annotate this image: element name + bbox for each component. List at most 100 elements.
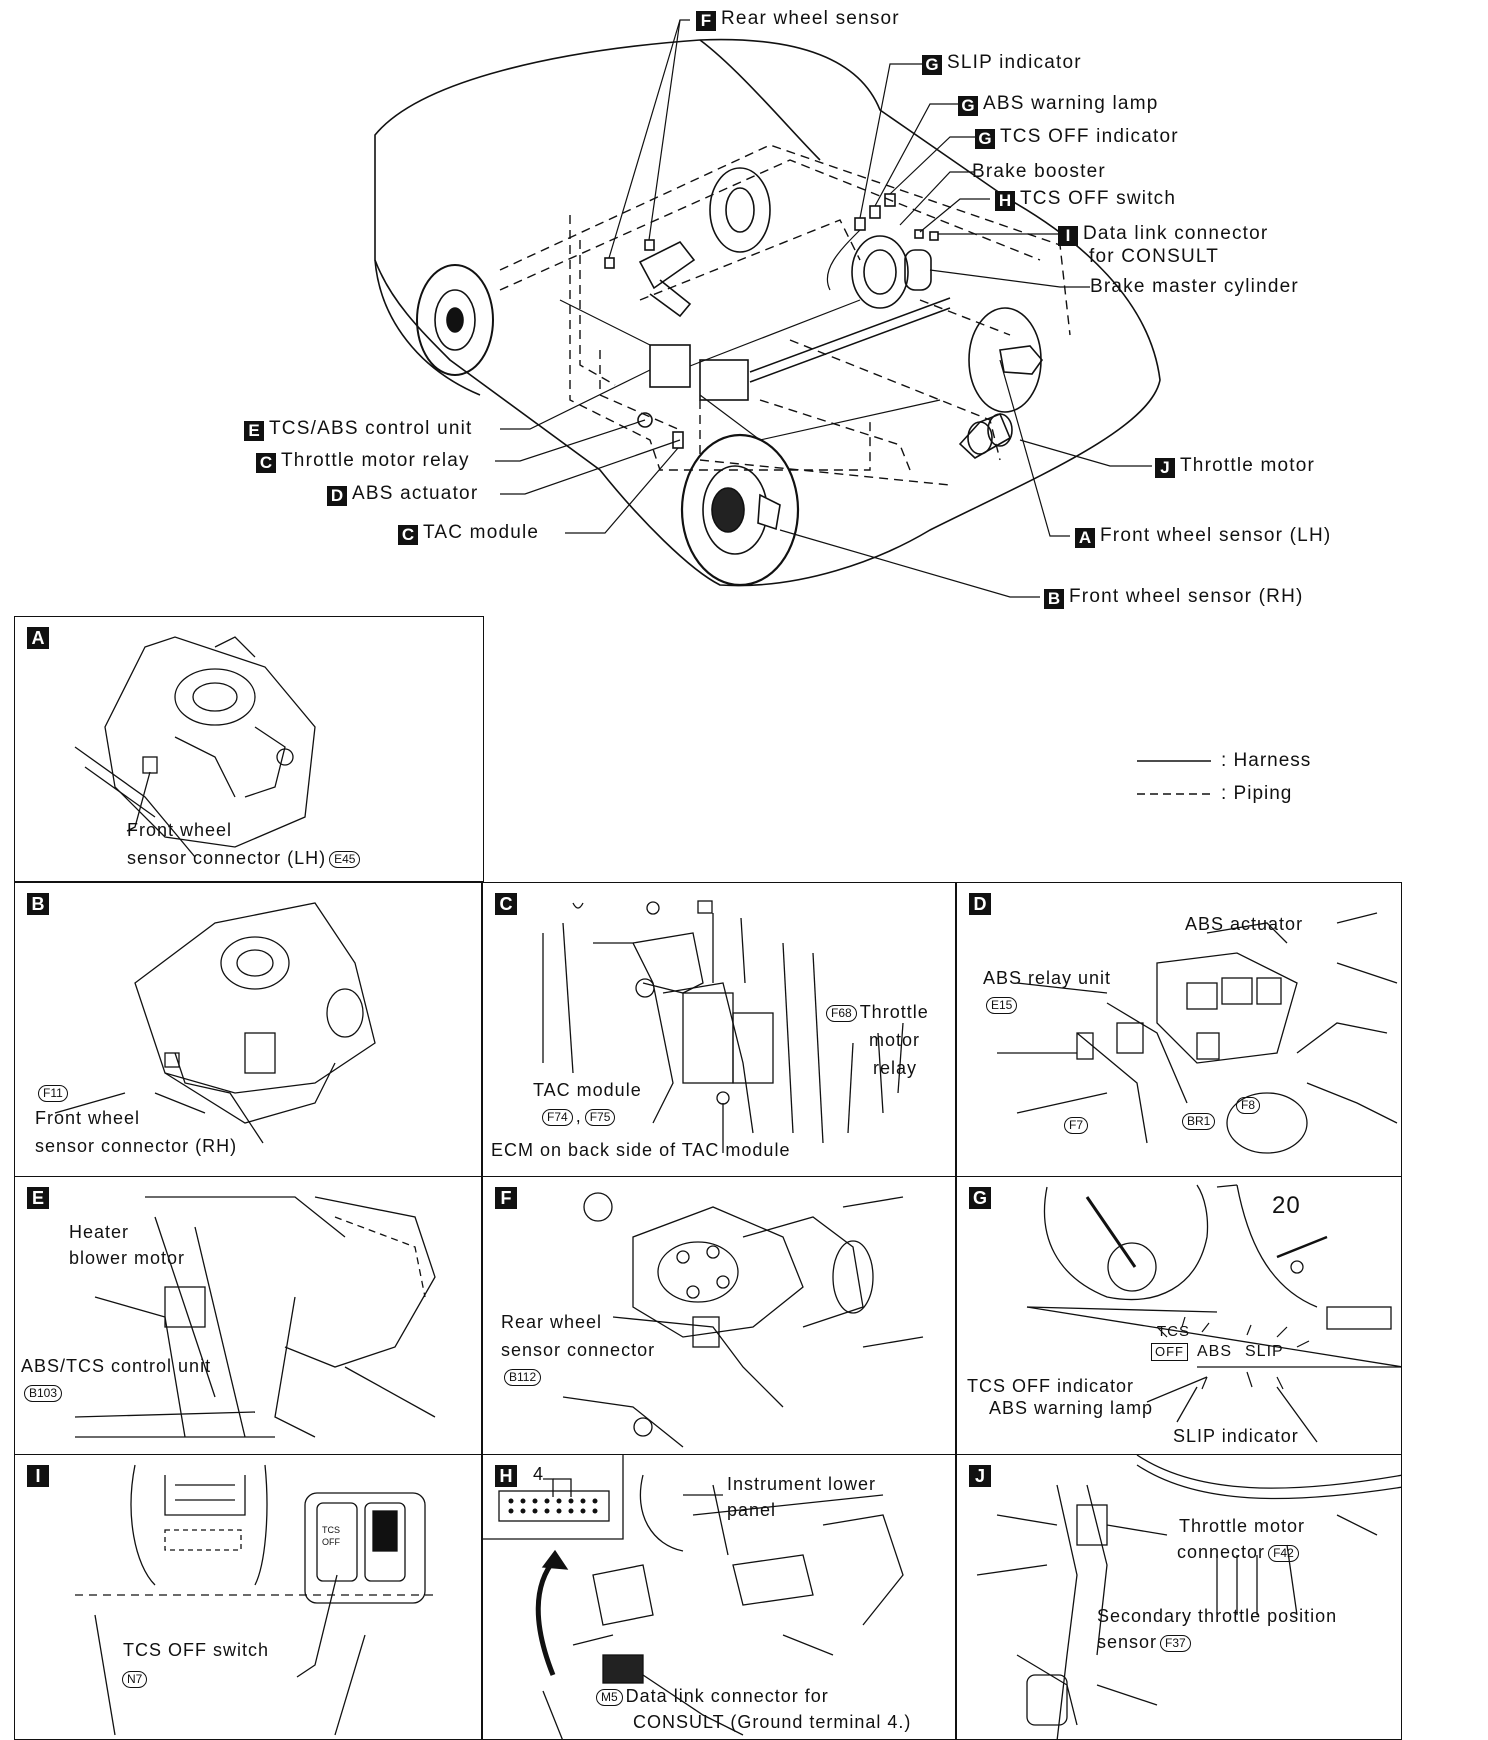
panel-g-slip-text: SLIP bbox=[1245, 1343, 1284, 1360]
connector-code: F68 bbox=[826, 1005, 857, 1022]
connector-code: B112 bbox=[504, 1369, 542, 1386]
panel-d-e15: E15 bbox=[983, 993, 1020, 1015]
panel-c-ecm-label: ECM on back side of TAC module bbox=[491, 1140, 791, 1160]
panel-letter: D bbox=[969, 893, 991, 915]
connector-code: BR1 bbox=[1182, 1113, 1216, 1130]
panel-g-tcs-off-label: TCS OFF indicator bbox=[967, 1376, 1135, 1396]
panel-d-f8: F8 bbox=[1233, 1093, 1263, 1115]
legend-harness: : Harness bbox=[1221, 750, 1312, 771]
front-wheel-right bbox=[680, 433, 800, 587]
panel-e-heater-line2: blower motor bbox=[69, 1248, 186, 1268]
panel-h: H 4 Instrument lower panel M bbox=[482, 1454, 956, 1740]
panel-j-drawing bbox=[976, 1455, 1401, 1739]
legend-piping: : Piping bbox=[1221, 783, 1293, 804]
panel-e-code: B103 bbox=[21, 1381, 65, 1403]
panel-f-code: B112 bbox=[501, 1365, 544, 1387]
panel-a-label-line1: Front wheel bbox=[127, 820, 233, 840]
callout-brake-master-cylinder: Brake master cylinder bbox=[1090, 276, 1299, 297]
car-body-outline bbox=[374, 38, 1161, 587]
connector-code: E45 bbox=[329, 851, 361, 868]
panel-f-drawing bbox=[562, 1192, 924, 1448]
panel-g-abs-lamp-label: ABS warning lamp bbox=[989, 1398, 1154, 1418]
connector-code: B103 bbox=[24, 1385, 63, 1402]
panel-a-drawing bbox=[74, 636, 316, 858]
panel-i-drawing bbox=[75, 1464, 435, 1736]
panel-a: A Front wheel sensor connector (LH)E45 bbox=[14, 616, 484, 882]
letter-badge: G bbox=[975, 129, 995, 149]
panel-i-switch-label: TCS OFF switch bbox=[123, 1640, 270, 1660]
panel-letter: B bbox=[27, 893, 49, 915]
terminal-diagram bbox=[483, 1455, 624, 1540]
panel-letter: J bbox=[969, 1465, 991, 1487]
panel-j-motor-line1: Throttle motor bbox=[1179, 1516, 1306, 1536]
panel-i-switch-off: OFF bbox=[322, 1537, 340, 1547]
letter-badge: B bbox=[1044, 589, 1064, 609]
panel-d-br1: BR1 bbox=[1179, 1109, 1218, 1131]
connector-code: F42 bbox=[1268, 1545, 1299, 1562]
connector-code: F74 bbox=[542, 1109, 573, 1126]
panel-b-drawing bbox=[54, 902, 376, 1144]
panel-letter: I bbox=[27, 1465, 49, 1487]
panel-e-drawing bbox=[74, 1196, 436, 1438]
panel-g-abs-text: ABS bbox=[1197, 1343, 1233, 1360]
panel-g-gauge-number: 20 bbox=[1272, 1192, 1301, 1219]
tcs-abs-control-unit-box bbox=[649, 344, 691, 388]
panel-g: G 20 TCS OFF ABS SLIP TCS OFF indicator … bbox=[956, 1176, 1402, 1456]
panel-e-unit-label: ABS/TCS control unit bbox=[21, 1356, 212, 1376]
panel-h-panel-line2: panel bbox=[727, 1500, 777, 1520]
panel-a-label-line2: sensor connector (LH)E45 bbox=[127, 847, 363, 869]
letter-badge: G bbox=[922, 55, 942, 75]
letter-badge: G bbox=[958, 96, 978, 116]
panel-c-drawing bbox=[542, 900, 904, 1153]
connector-code: F37 bbox=[1160, 1635, 1191, 1652]
panel-d-f7: F7 bbox=[1061, 1113, 1091, 1135]
connector-code: F11 bbox=[38, 1085, 68, 1102]
panel-e-heater-line1: Heater bbox=[69, 1222, 130, 1242]
panel-h-drawing bbox=[483, 1455, 904, 1739]
panel-b: B F11 Front wheel sensor connector (RH) bbox=[14, 882, 482, 1178]
letter-badge: D bbox=[327, 486, 347, 506]
connector-code: N7 bbox=[122, 1671, 148, 1688]
panel-i-code: N7 bbox=[119, 1667, 150, 1689]
panel-g-off-text: OFF bbox=[1151, 1343, 1188, 1361]
letter-badge: H bbox=[995, 191, 1015, 211]
letter-badge: A bbox=[1075, 528, 1095, 548]
panel-g-tcs-text: TCS bbox=[1157, 1323, 1190, 1340]
brake-master-cylinder bbox=[904, 249, 932, 291]
panel-c-tac-codes: F74,F75 bbox=[539, 1105, 618, 1127]
panel-c-relay-line3: relay bbox=[873, 1058, 918, 1078]
panel-i-switch-tcs: TCS bbox=[322, 1525, 340, 1535]
connector-code: F7 bbox=[1064, 1117, 1089, 1134]
panel-h-dlc-line2: CONSULT (Ground terminal 4.) bbox=[633, 1712, 912, 1732]
throttle-motor-drawing bbox=[958, 412, 1013, 459]
panel-f-label-line1: Rear wheel bbox=[501, 1312, 603, 1332]
legend: : Harness : Piping bbox=[1135, 748, 1415, 808]
brake-booster bbox=[851, 235, 909, 309]
letter-badge: C bbox=[256, 453, 276, 473]
letter-badge: E bbox=[244, 421, 264, 441]
connector-code: F8 bbox=[1236, 1097, 1261, 1114]
panel-e: E Heater blower motor ABS/TCS control un… bbox=[14, 1176, 482, 1456]
rear-differential bbox=[709, 167, 771, 253]
callout-brake-booster: Brake booster bbox=[972, 161, 1106, 182]
panel-letter: C bbox=[495, 893, 517, 915]
panel-d-actuator-label: ABS actuator bbox=[1185, 914, 1304, 934]
panel-b-label-line1: Front wheel bbox=[35, 1108, 141, 1128]
connector-code: M5 bbox=[596, 1689, 623, 1706]
rear-wheel-left bbox=[416, 264, 494, 376]
